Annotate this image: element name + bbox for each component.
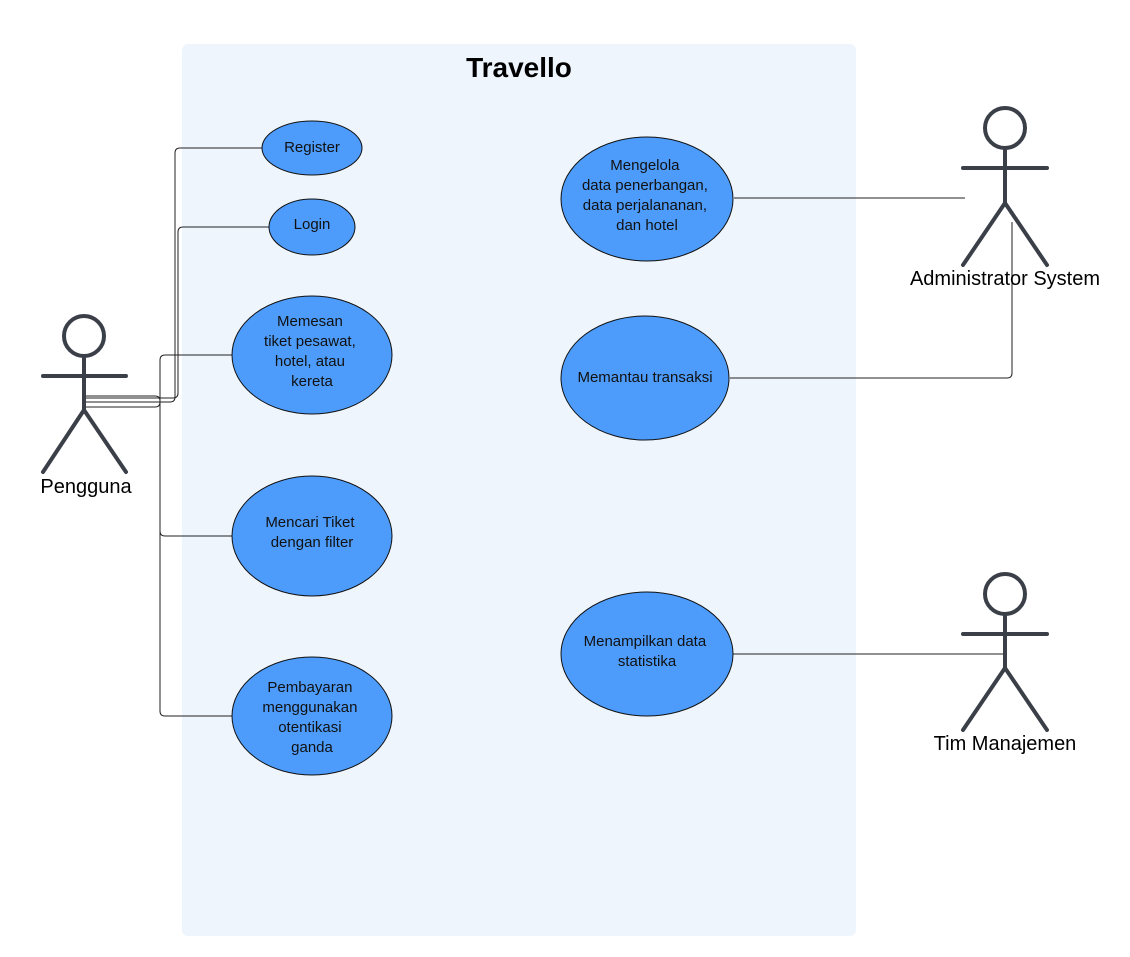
use-case-mengelola-line-4: dan hotel xyxy=(616,217,678,234)
use-case-menampilkan-line-1: Menampilkan data xyxy=(584,633,707,650)
actor-pengguna-label: Pengguna xyxy=(40,476,132,498)
use-case-menampilkan-line-2: statistika xyxy=(618,653,677,670)
svg-text:Mengelola data penerbang: Mengelola data penerbangan, data perjala… xyxy=(582,157,712,234)
use-case-mencari-line-1: Mencari Tiket xyxy=(265,514,355,531)
association-pengguna-register xyxy=(86,147,262,403)
association-pengguna-mencari xyxy=(86,395,232,537)
use-case-memesan-line-2: tiket pesawat, xyxy=(264,333,356,350)
use-case-mencari-line-2: dengan filter xyxy=(271,534,354,551)
use-case-mengelola-line-2: data penerbangan, xyxy=(582,177,708,194)
use-case-memesan[interactable]: Memesan tiket pesawat, hotel, atau keret… xyxy=(231,295,393,415)
use-case-pembayaran-line-4: ganda xyxy=(291,739,333,756)
use-case-pembayaran-line-2: menggunakan xyxy=(262,699,357,716)
use-case-memantau[interactable]: Memantau transaksi xyxy=(560,315,730,441)
use-case-pembayaran[interactable]: Pembayaran menggunakan otentikasi ganda xyxy=(231,656,393,776)
use-case-memesan-line-4: kereta xyxy=(291,373,333,390)
svg-text:Memantau transaksi: Memantau transaksi xyxy=(577,369,712,386)
use-case-mencari[interactable]: Mencari Tiket dengan filter xyxy=(231,475,393,597)
use-case-memesan-line-1: Memesan xyxy=(277,313,343,330)
actor-manajemen-label: Tim Manajemen xyxy=(934,733,1077,755)
use-case-register[interactable]: Register xyxy=(261,120,363,176)
association-admin-memantau xyxy=(730,222,1013,379)
actor-admin-label: Administrator System xyxy=(910,268,1100,290)
use-case-login-label: Login xyxy=(294,216,331,233)
use-case-mengelola-line-3: data perjalananan, xyxy=(583,197,707,214)
use-case-memesan-line-3: hotel, atau xyxy=(275,353,345,370)
actor-admin[interactable] xyxy=(961,106,1049,267)
use-case-login[interactable]: Login xyxy=(268,198,356,256)
actor-manajemen-head-icon xyxy=(983,572,1027,616)
use-case-mengelola-line-1: Mengelola xyxy=(610,157,680,174)
actor-manajemen[interactable] xyxy=(961,572,1049,732)
use-case-pembayaran-line-1: Pembayaran xyxy=(267,679,352,696)
associations xyxy=(86,147,1013,717)
actor-pengguna-head-icon xyxy=(62,314,106,358)
actor-pengguna[interactable] xyxy=(41,314,128,474)
svg-text:Memesan tiket pesawat,: Memesan tiket pesawat, hotel, atau keret… xyxy=(264,313,360,390)
use-case-menampilkan[interactable]: Menampilkan data statistika xyxy=(560,591,734,717)
use-case-register-label: Register xyxy=(284,139,340,156)
svg-text:Mencari Tiket dengan fil: Mencari Tiket dengan filter xyxy=(265,514,358,551)
system-title: Travello xyxy=(466,52,572,83)
use-case-pembayaran-line-3: otentikasi xyxy=(278,719,341,736)
use-case-mengelola[interactable]: Mengelola data penerbangan, data perjala… xyxy=(560,136,734,262)
svg-text:Menampilkan data statist: Menampilkan data statistika xyxy=(584,633,711,670)
association-pengguna-memesan xyxy=(86,354,232,408)
svg-text:Register: Register xyxy=(284,139,340,156)
actor-admin-head-icon xyxy=(983,106,1027,150)
svg-text:Login: Login xyxy=(294,216,331,233)
use-case-memantau-label: Memantau transaksi xyxy=(577,369,712,386)
svg-text:Pembayaran menggunakan: Pembayaran menggunakan otentikasi ganda xyxy=(262,679,361,756)
association-pengguna-login xyxy=(86,226,269,399)
association-pengguna-pembayaran xyxy=(159,531,232,717)
